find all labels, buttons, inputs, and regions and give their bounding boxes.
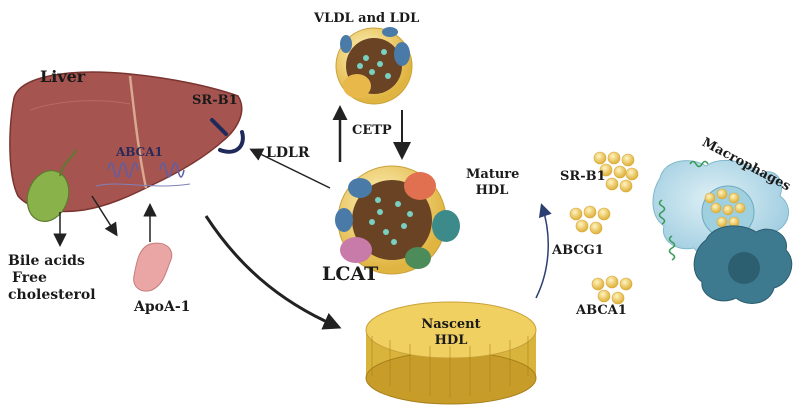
vldl-ldl-label: VLDL and LDL <box>314 11 420 26</box>
abca1-liver-label: ABCA1 <box>116 145 163 159</box>
gallbladder <box>26 149 77 222</box>
apoa1-label: ApoA-1 <box>134 299 191 315</box>
nascent-hdl-label-2: HDL <box>434 333 468 348</box>
cholesterol-label: cholesterol <box>8 287 96 303</box>
nascent-to-mature-arrow <box>535 203 552 299</box>
abca1-lipid-cluster <box>591 275 633 305</box>
bile-acids-label: Bile acids <box>8 253 85 269</box>
abca1-macro-label: ABCA1 <box>576 303 627 318</box>
liver-arrows <box>53 105 411 330</box>
mature-hdl-particle <box>335 165 460 275</box>
mature-hdl-label-2: HDL <box>475 183 509 198</box>
vldl-ldl-particle <box>335 27 413 105</box>
lcat-label: LCAT <box>322 263 379 285</box>
macrophage-cells <box>652 159 793 304</box>
abca1-transporter <box>95 162 191 187</box>
sr-b1-liver-label: SR-B1 <box>192 93 238 108</box>
abcg1-lipid-cluster <box>569 205 611 235</box>
mature-hdl-label-1: Mature <box>466 167 520 182</box>
nascent-hdl-label-1: Nascent <box>421 317 481 332</box>
nascent-hdl-disc <box>365 301 537 405</box>
ldlr-label: LDLR <box>266 145 310 161</box>
abcg1-label: ABCG1 <box>552 243 604 258</box>
sr-b1-receptor <box>210 118 245 154</box>
cetp-label: CETP <box>352 123 392 138</box>
free-label: Free <box>12 270 47 286</box>
liver-label: Liver <box>40 67 86 86</box>
apoa1-protein <box>133 242 173 292</box>
sr-b1-lipid-cluster <box>593 151 639 193</box>
liver-organ <box>9 71 243 213</box>
sr-b1-macro-label: SR-B1 <box>560 169 606 184</box>
